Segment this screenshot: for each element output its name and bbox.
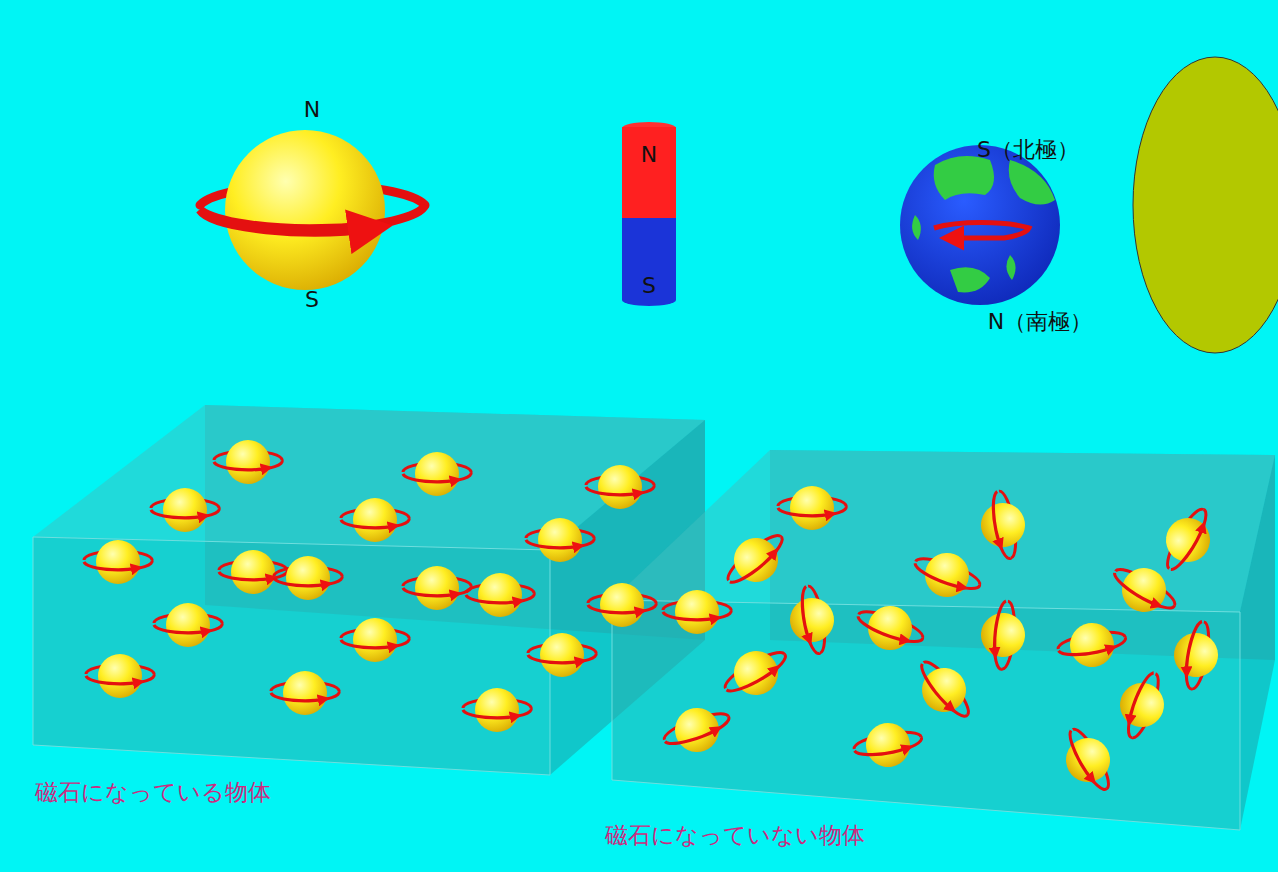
caption-text: 磁石になっている物体	[35, 780, 271, 805]
spin-particle	[908, 543, 987, 608]
spin-particle	[84, 540, 152, 584]
spin-particle	[1104, 554, 1185, 626]
spinning-sphere	[200, 130, 425, 290]
spin-particle	[978, 599, 1028, 671]
spin-particle	[151, 488, 219, 532]
magnet-south-half: S	[622, 218, 676, 300]
spin-particle	[784, 583, 839, 658]
pole-letter: N	[304, 98, 320, 122]
spin-particle	[716, 637, 797, 709]
magnet-north-half: N	[622, 127, 676, 218]
caption-text: 磁石になっていない物体	[605, 823, 865, 848]
spin-particle	[1110, 666, 1175, 745]
spin-particle	[528, 633, 596, 677]
spin-particle	[274, 556, 342, 600]
spin-particle	[905, 650, 983, 731]
unmagnetized-block	[612, 450, 1275, 830]
pole-letter: S	[305, 288, 319, 312]
spin-particle	[271, 671, 339, 715]
spin-particle	[403, 452, 471, 496]
earth-globe	[900, 145, 1060, 305]
spin-particle	[214, 440, 282, 484]
spin-particle	[663, 590, 731, 634]
spin-particle	[975, 488, 1030, 563]
pole-letter: S	[642, 274, 656, 298]
spin-particle	[851, 596, 930, 661]
bar-magnet	[622, 122, 676, 306]
magnetized-block	[33, 405, 705, 775]
spin-particle	[403, 566, 471, 610]
spin-particle	[778, 486, 846, 530]
spin-particle	[1168, 618, 1223, 693]
spin-particle	[526, 518, 594, 562]
pole-letter: N	[641, 143, 657, 167]
decor-ellipse	[1133, 57, 1278, 353]
spin-particle	[586, 465, 654, 509]
spin-particle	[588, 583, 656, 627]
spin-particle	[466, 573, 534, 617]
spin-particle	[341, 618, 409, 662]
spin-particle	[658, 698, 737, 763]
spin-particle	[851, 717, 926, 772]
spin-particle	[463, 688, 531, 732]
spin-particle	[341, 498, 409, 542]
spin-particle	[716, 521, 797, 599]
pole-label: N（南極）	[988, 310, 1092, 334]
spin-particle	[1055, 617, 1130, 672]
spin-particle	[1052, 720, 1124, 801]
pole-label: S（北極）	[977, 138, 1079, 162]
spin-particle	[86, 654, 154, 698]
spin-particle	[1152, 499, 1224, 580]
spin-particle	[154, 603, 222, 647]
